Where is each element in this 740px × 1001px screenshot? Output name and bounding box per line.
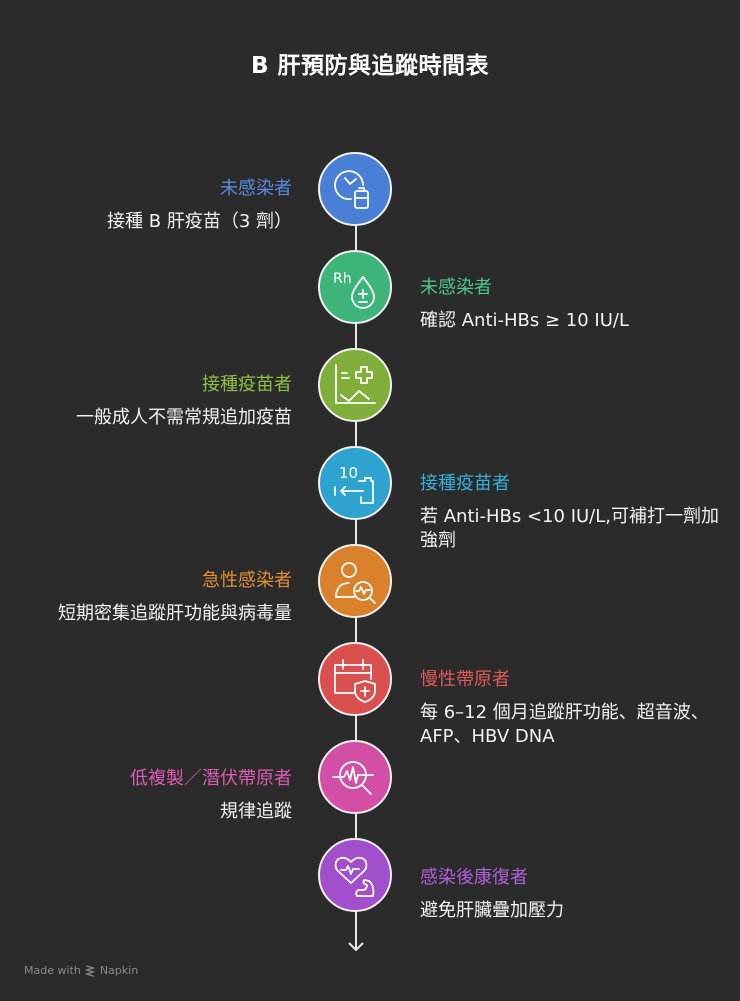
ten-arrow-vial-icon: 10: [334, 464, 374, 504]
step-node-5: [318, 544, 392, 618]
step-node-6: [318, 642, 392, 716]
step-node-3: [318, 348, 392, 422]
pulse-search-icon: [332, 761, 374, 795]
step-heading: 慢性帶原者: [420, 669, 510, 690]
step-node-4: 10: [318, 446, 392, 520]
step-label-3: 接種疫苗者 一般成人不需常規追加疫苗: [0, 373, 292, 430]
heart-arm-icon: [334, 856, 375, 897]
step-description: 接種 B 肝疫苗（3 劑）: [107, 211, 292, 232]
calendar-shield-icon: [334, 659, 376, 703]
step-node-2: Rh: [318, 250, 392, 324]
napkin-brand-text[interactable]: Napkin: [99, 964, 139, 977]
step-description: 確認 Anti-HBs ≥ 10 IU/L: [420, 310, 629, 331]
step-label-7: 低複製／潛伏帶原者 規律追蹤: [0, 767, 292, 824]
step-heading: 接種疫苗者: [202, 374, 292, 395]
step-node-1: [318, 152, 392, 226]
chart-plus-icon: [335, 364, 376, 404]
step-label-6: 慢性帶原者 每 6–12 個月追蹤肝功能、超音波、AFP、HBV DNA: [420, 668, 720, 749]
step-node-8: [318, 838, 392, 912]
svg-text:Rh: Rh: [333, 271, 352, 287]
step-label-1: 未感染者 接種 B 肝疫苗（3 劑）: [0, 177, 292, 234]
svg-text:10: 10: [339, 464, 358, 482]
arrow-down-icon: [348, 928, 364, 952]
step-label-4: 接種疫苗者 若 Anti-HBs <10 IU/L,可補打一劑加強劑: [420, 472, 720, 553]
step-heading: 未感染者: [420, 277, 492, 298]
step-description: 每 6–12 個月追蹤肝功能、超音波、AFP、HBV DNA: [420, 702, 709, 747]
step-description: 一般成人不需常規追加疫苗: [76, 407, 292, 428]
step-heading: 未感染者: [220, 178, 292, 199]
rh-blood-drop-icon: Rh: [333, 271, 375, 309]
footer-attribution: Made with Napkin: [24, 964, 138, 977]
step-description: 若 Anti-HBs <10 IU/L,可補打一劑加強劑: [420, 506, 719, 551]
step-description: 規律追蹤: [220, 801, 292, 822]
made-with-text: Made with: [24, 964, 81, 977]
step-node-7: [318, 740, 392, 814]
step-description: 短期密集追蹤肝功能與病毒量: [58, 603, 292, 624]
step-heading: 接種疫苗者: [420, 473, 510, 494]
step-heading: 感染後康復者: [420, 867, 528, 888]
step-label-2: 未感染者 確認 Anti-HBs ≥ 10 IU/L: [420, 276, 720, 333]
step-description: 避免肝臟疊加壓力: [420, 900, 564, 921]
step-label-5: 急性感染者 短期密集追蹤肝功能與病毒量: [0, 569, 292, 626]
person-search-pulse-icon: [335, 562, 376, 604]
napkin-logo-icon: [84, 965, 96, 977]
step-heading: 急性感染者: [202, 570, 292, 591]
step-heading: 低複製／潛伏帶原者: [130, 768, 292, 789]
clock-battery-icon: [334, 170, 369, 209]
step-label-8: 感染後康復者 避免肝臟疊加壓力: [420, 866, 720, 923]
page-title: B 肝預防與追蹤時間表: [250, 53, 490, 79]
